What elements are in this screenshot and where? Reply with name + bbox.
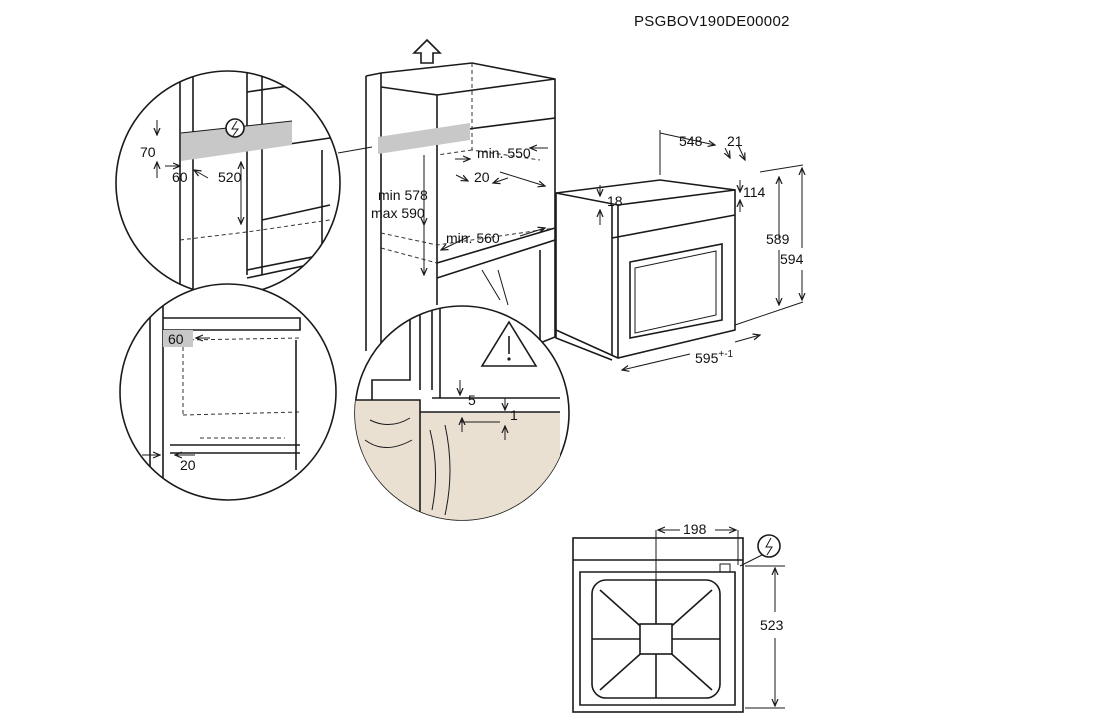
top-detail-60: 60 [172,169,188,185]
detail-top-circle [115,70,341,296]
oven-height-594: 594 [780,251,804,267]
cabinet-max-height: max 590 [371,205,425,221]
warning-icon [480,320,538,367]
bottom-detail-5: 5 [468,392,476,408]
top-detail-70: 70 [140,144,156,160]
oven-door: 21 [727,133,743,149]
oven-drawing [555,179,736,361]
cabinet-gap-20: 20 [474,169,490,185]
detail-left-circle [119,283,337,501]
bottom-detail-1: 1 [510,407,518,423]
detail-bottom-circle [354,305,570,521]
bottom-view-198: 198 [683,521,707,537]
left-detail-20: 20 [180,457,196,473]
cabinet-min-height: min 578 [378,187,428,203]
cabinet-min-depth: min. 560 [446,230,500,246]
top-detail-520: 520 [218,169,242,185]
oven-height-589: 589 [766,231,790,247]
up-arrow-icon [412,38,442,64]
oven-panel-114: 114 [743,184,766,200]
cabinet-drawing [365,62,556,351]
oven-width: 595+-1 [695,349,734,366]
oven-depth: 548 [679,133,703,149]
electric-icon [231,120,239,137]
bottom-view-523: 523 [760,617,784,633]
electric-icon [765,537,773,556]
cabinet-min-width: min. 550 [477,145,531,161]
bottom-view-drawing [572,537,744,713]
bottom-view-electric-circle [757,534,781,558]
oven-top-18: 18 [607,193,623,209]
left-detail-60: 60 [168,331,184,347]
document-code: PSGBOV190DE00002 [634,13,790,30]
